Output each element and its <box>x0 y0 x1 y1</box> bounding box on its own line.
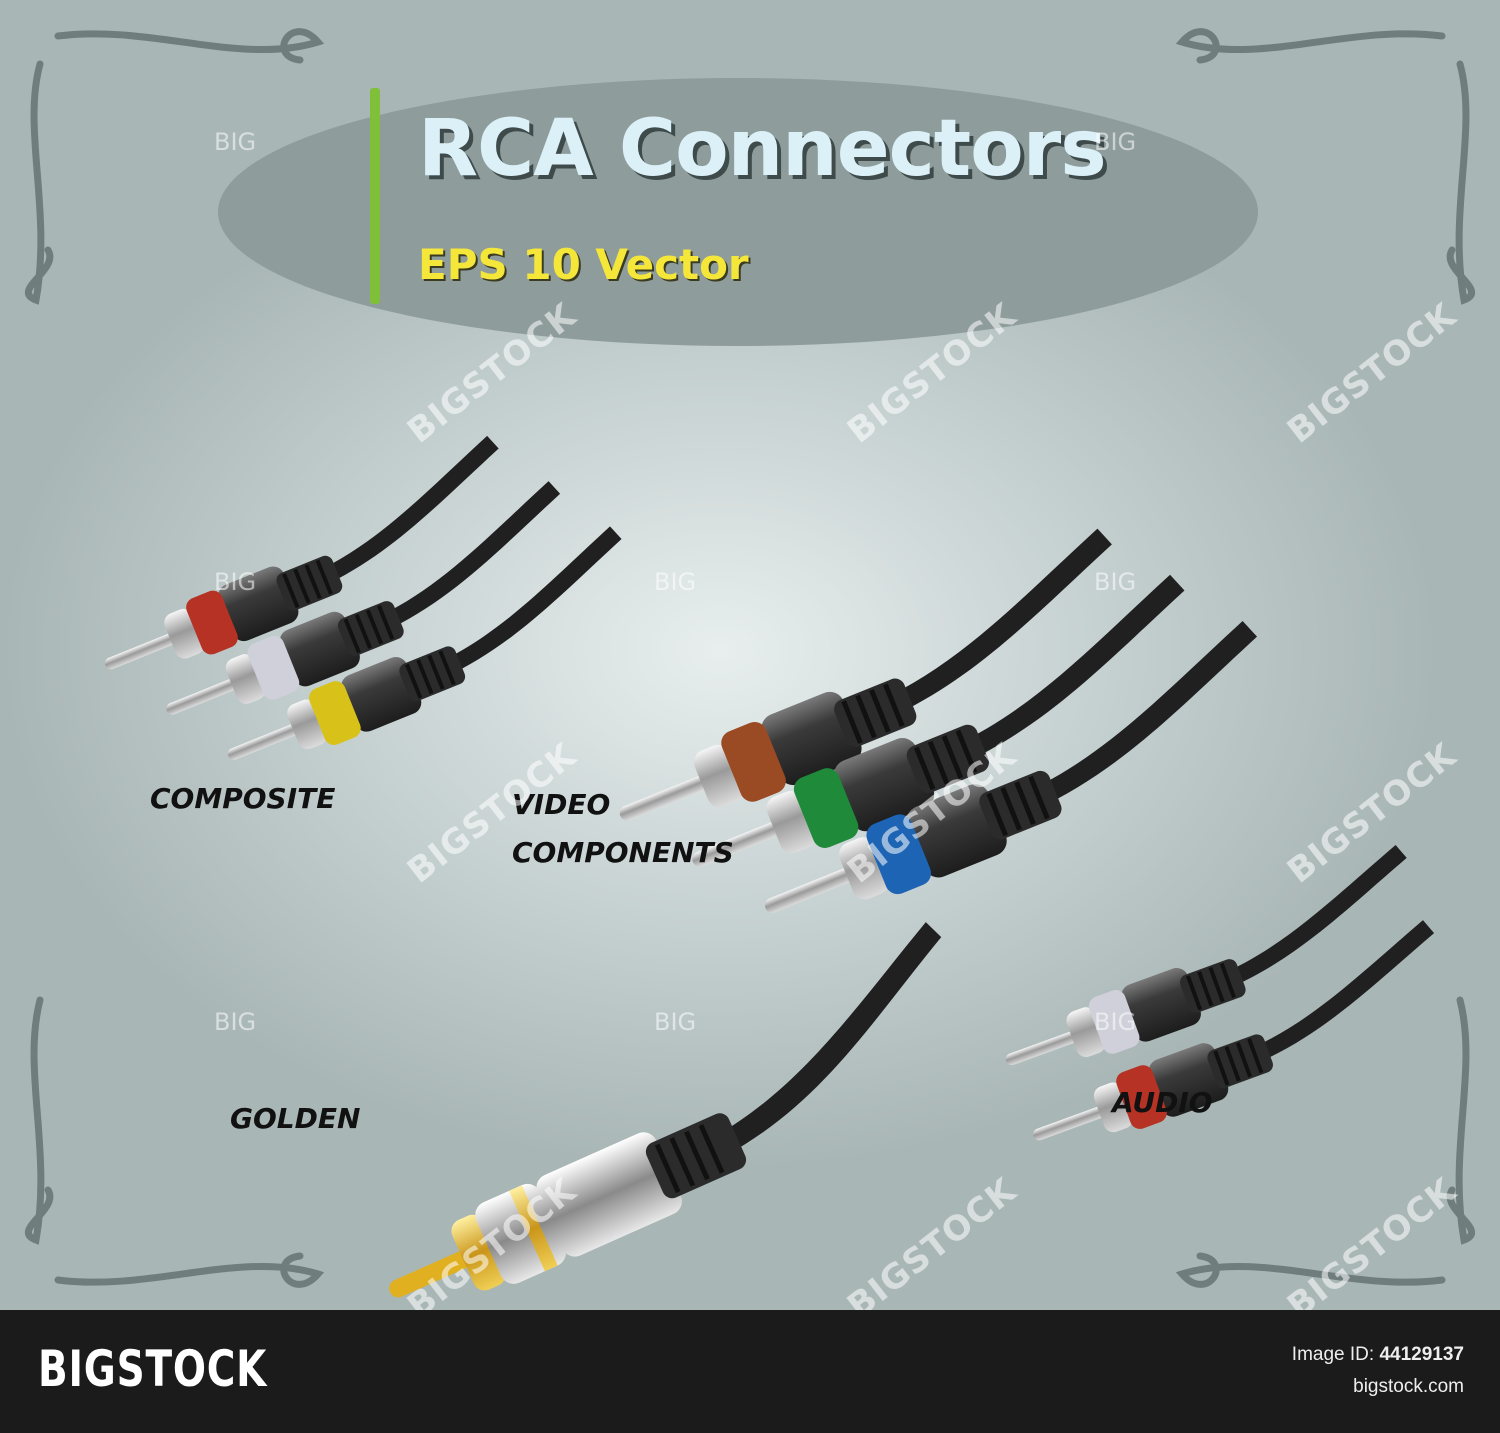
video-components-cable-group <box>587 488 1296 980</box>
composite-plug-red <box>77 431 533 696</box>
watermark-big: BIG <box>654 1008 697 1036</box>
component-plug-blue <box>733 618 1297 943</box>
page-title: RCA Connectors <box>418 104 1107 194</box>
audio-plug-red <box>1007 916 1465 1167</box>
label-video: VIDEO <box>512 788 611 821</box>
watermark-big: BIG <box>1094 1008 1137 1036</box>
title-accent-bar <box>370 88 380 304</box>
footer-logo: BIGSTOCK <box>38 1340 268 1398</box>
watermark-big: BIG <box>1094 568 1137 596</box>
composite-plug-yellow <box>200 522 656 786</box>
image-id: Image ID: 44129137 <box>1292 1344 1464 1366</box>
component-plug-green <box>660 572 1224 897</box>
image-id-label: Image ID: <box>1291 1344 1375 1365</box>
composite-plug-white <box>138 476 594 741</box>
composite-cable-group <box>77 431 656 786</box>
label-composite: COMPOSITE <box>150 782 336 815</box>
component-plug-red <box>587 526 1151 851</box>
label-components: COMPONENTS <box>512 836 734 869</box>
watermark-big: BIG <box>1094 128 1137 156</box>
audio-cable-group <box>980 840 1465 1167</box>
watermark-big: BIG <box>214 568 257 596</box>
rca-cable-illustrations <box>77 431 1465 1298</box>
title-oval-background <box>218 78 1258 346</box>
label-audio: AUDIO <box>1112 1086 1213 1119</box>
label-golden: GOLDEN <box>230 1102 361 1135</box>
image-id-value: 44129137 <box>1379 1344 1464 1365</box>
footer-bar: BIGSTOCK Image ID: 44129137 bigstock.com <box>0 1310 1500 1433</box>
audio-plug-white <box>980 840 1438 1092</box>
watermark-big: BIG <box>214 1008 257 1036</box>
page-subtitle: EPS 10 Vector <box>418 240 749 289</box>
footer-site-link[interactable]: bigstock.com <box>1353 1376 1464 1397</box>
decorative-corner-frame <box>25 28 1475 1288</box>
golden-plug <box>389 922 942 1298</box>
watermark-big: BIG <box>654 568 697 596</box>
watermark-big: BIG <box>214 128 257 156</box>
